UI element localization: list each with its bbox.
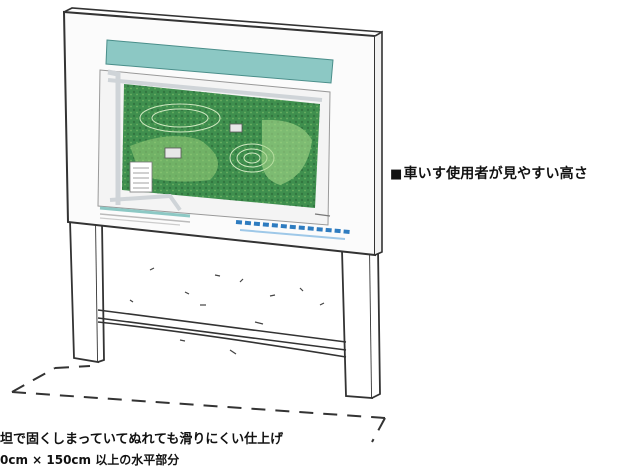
lower-crossbar — [97, 309, 347, 358]
area-annotation: 0cm × 150cm 以上の水平部分 — [0, 453, 180, 467]
ground-annotation: 坦で固くしまっていてぬれても滑りにくい仕上げ — [0, 432, 284, 447]
height-annotation-text: 車いす使用者が見やすい高さ — [403, 166, 589, 182]
height-annotation: ■車いす使用者が見やすい高さ — [390, 163, 588, 183]
info-strip-left — [99, 206, 191, 226]
right-post — [341, 246, 381, 399]
sketch-marks — [129, 267, 325, 355]
left-post — [69, 218, 105, 364]
info-strip-right — [235, 213, 351, 240]
title-strip — [105, 39, 334, 84]
ground-area-outline — [11, 365, 386, 443]
map-area — [97, 69, 331, 226]
square-marker-icon: ■ — [390, 167, 403, 182]
